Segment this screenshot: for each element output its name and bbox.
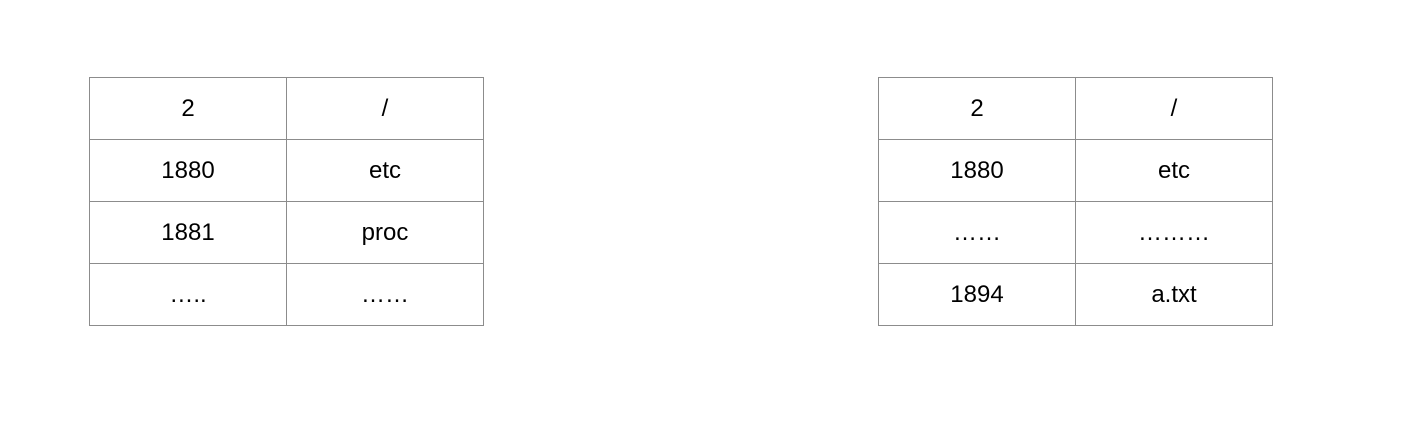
inode-cell: …… bbox=[878, 201, 1076, 264]
table-row: 1894 a.txt bbox=[878, 263, 1273, 326]
table-row: 1881 proc bbox=[89, 201, 484, 264]
inode-cell: 2 bbox=[878, 77, 1076, 140]
name-cell: / bbox=[286, 77, 484, 140]
inode-cell: ….. bbox=[89, 263, 287, 326]
left-table: 2 / 1880 etc 1881 proc ….. …… bbox=[89, 77, 484, 326]
inode-cell: 1894 bbox=[878, 263, 1076, 326]
table-row: 1880 etc bbox=[878, 139, 1273, 202]
name-cell: proc bbox=[286, 201, 484, 264]
inode-cell: 1880 bbox=[878, 139, 1076, 202]
right-table: 2 / 1880 etc …… ……… 1894 a.txt bbox=[878, 77, 1273, 326]
name-cell: / bbox=[1075, 77, 1273, 140]
inode-cell: 1880 bbox=[89, 139, 287, 202]
name-cell: etc bbox=[286, 139, 484, 202]
table-row: …… ……… bbox=[878, 201, 1273, 264]
inode-cell: 2 bbox=[89, 77, 287, 140]
name-cell: ……… bbox=[1075, 201, 1273, 264]
name-cell: a.txt bbox=[1075, 263, 1273, 326]
name-cell: …… bbox=[286, 263, 484, 326]
inode-cell: 1881 bbox=[89, 201, 287, 264]
name-cell: etc bbox=[1075, 139, 1273, 202]
table-row: 2 / bbox=[89, 77, 484, 140]
table-row: 1880 etc bbox=[89, 139, 484, 202]
table-row: 2 / bbox=[878, 77, 1273, 140]
table-row: ….. …… bbox=[89, 263, 484, 326]
